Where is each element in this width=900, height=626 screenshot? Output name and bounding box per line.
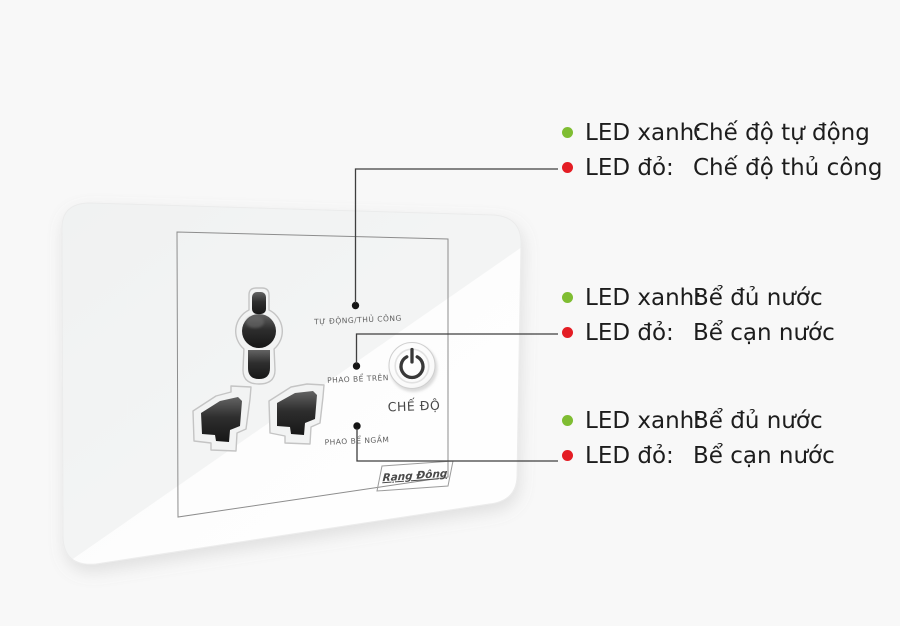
red-led-dot <box>562 162 573 173</box>
legend-row: LED xanh: Bể đủ nước <box>562 280 835 315</box>
legend-label: LED xanh: <box>585 284 702 311</box>
legend-row: LED xanh: Bể đủ nước <box>562 403 835 438</box>
legend-label: LED xanh: <box>585 407 702 434</box>
legend-group-mode: LED xanh: Chế độ tự động LED đỏ: Chế độ … <box>562 115 882 185</box>
legend-row: LED đỏ: Chế độ thủ công <box>562 150 882 185</box>
legend-row: LED xanh: Chế độ tự động <box>562 115 882 150</box>
green-led-dot <box>562 415 573 426</box>
inner-panel-outline <box>176 231 449 518</box>
glass-reflection <box>62 203 521 565</box>
legend-label: LED đỏ: <box>585 154 674 181</box>
brand-frame <box>376 460 454 492</box>
socket-bottom-left <box>192 385 252 452</box>
green-led-dot <box>562 127 573 138</box>
legend-value: Bể cạn nước <box>693 319 835 346</box>
legend-value: Chế độ thủ công <box>693 154 883 181</box>
mode-button-label: CHẾ ĐỘ <box>387 397 441 415</box>
power-icon <box>399 347 425 380</box>
legend-row: LED đỏ: Bể cạn nước <box>562 315 835 350</box>
callout-line-float-underground <box>356 428 558 462</box>
legend-group-float-upper: LED xanh: Bể đủ nước LED đỏ: Bể cạn nước <box>562 280 835 350</box>
legend-label: LED đỏ: <box>585 319 674 346</box>
green-led-dot <box>562 292 573 303</box>
led-dot-mode <box>351 301 360 310</box>
legend-label: LED xanh: <box>585 119 702 146</box>
red-led-dot <box>562 327 573 338</box>
callout-line-float-upper <box>355 333 558 364</box>
legend-row: LED đỏ: Bể cạn nước <box>562 438 835 473</box>
legend-label: LED đỏ: <box>585 442 674 469</box>
callout-line-mode <box>354 168 558 303</box>
legend-value: Bể đủ nước <box>693 284 823 311</box>
led-dot-float-underground <box>353 422 361 430</box>
legend-group-float-underground: LED xanh: Bể đủ nước LED đỏ: Bể cạn nước <box>562 403 835 473</box>
legend-value: Bể cạn nước <box>693 442 835 469</box>
red-led-dot <box>562 450 573 461</box>
led-dot-float-upper <box>352 362 361 370</box>
mode-button <box>388 342 438 392</box>
legend-value: Bể đủ nước <box>693 407 823 434</box>
socket-top <box>235 287 283 385</box>
legend-value: Chế độ tự động <box>693 119 870 146</box>
socket-bottom-right <box>268 383 325 445</box>
